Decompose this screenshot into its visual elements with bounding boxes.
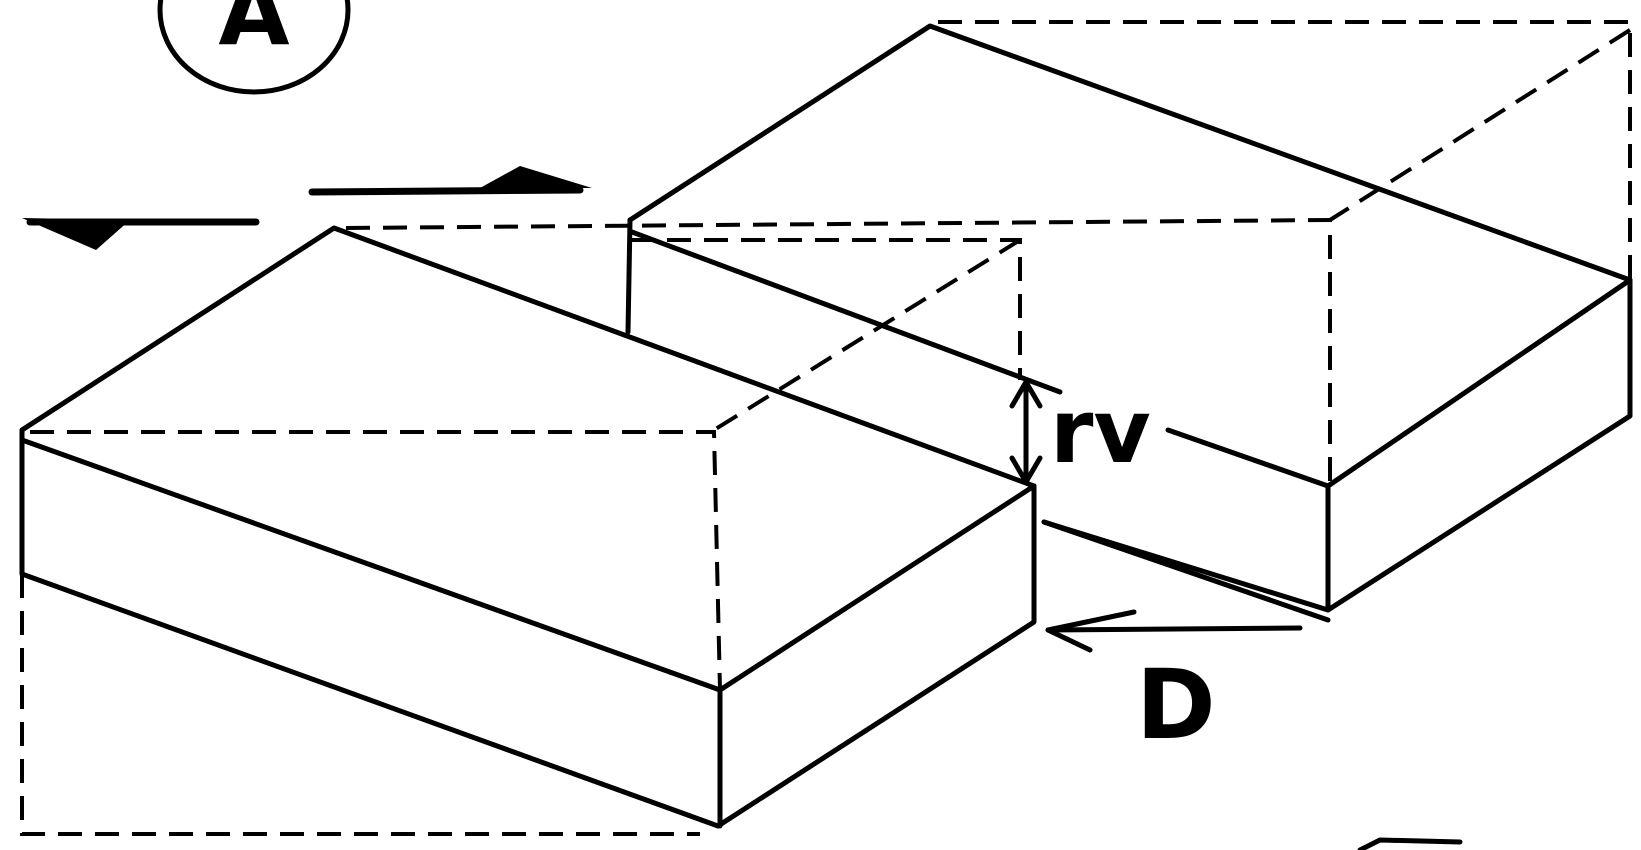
far-block-top-front-edge-right: [1168, 280, 1630, 486]
displacement-label: D: [1136, 649, 1216, 761]
displacement-marker: D: [1048, 612, 1300, 761]
dashed-line-far-back-diag: [1330, 30, 1630, 220]
far-block: [628, 26, 1630, 620]
far-block-left-vertical: [628, 220, 630, 332]
shear-arrow-upper-head: [480, 166, 592, 188]
panel-label-group: A: [160, 0, 348, 92]
dashed-line-upper-horizontal: [346, 220, 1330, 486]
shear-arrow-lower-head: [22, 218, 130, 250]
vertical-offset-label: rv: [1050, 380, 1151, 483]
displacement-arrow-shaft: [1048, 628, 1300, 630]
near-block: [22, 228, 1034, 826]
far-block-base-front-edge: [1044, 522, 1328, 620]
shear-sense-arrows: [22, 166, 592, 250]
vertical-offset-marker: rv: [1012, 380, 1151, 483]
dashed-line-near-back-diag: [714, 240, 1020, 430]
near-block-top-front-edges: [22, 440, 1034, 690]
near-block-outline: [22, 228, 1034, 826]
cropped-arrow-fragment: [1360, 840, 1460, 850]
far-block-top-front-edge: [632, 232, 1060, 392]
reference-dashed-lines: [22, 22, 1630, 834]
far-block-outline: [630, 26, 1630, 610]
panel-label: A: [218, 0, 289, 66]
shear-arrow-upper-shaft: [312, 190, 580, 192]
